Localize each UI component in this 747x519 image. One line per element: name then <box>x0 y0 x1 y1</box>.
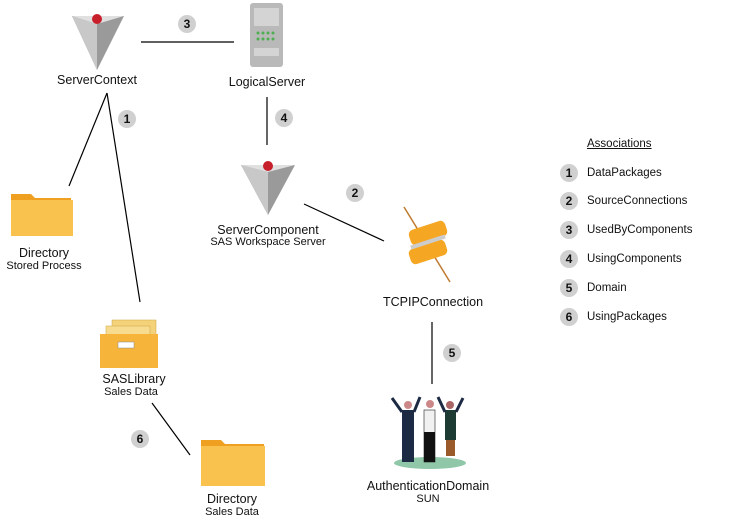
legend-badge: 5 <box>560 279 578 297</box>
association-badge-6: 6 <box>131 430 149 448</box>
line-association-2 <box>303 203 385 242</box>
server-context-label: ServerContext <box>57 73 137 87</box>
logical-server-icon <box>250 3 283 67</box>
legend-label: UsingComponents <box>587 253 682 265</box>
server-component-icon <box>241 161 295 215</box>
authentication-domain-label: AuthenticationDomain <box>366 479 490 493</box>
directory-sales-data-folder-icon <box>201 440 265 486</box>
legend-label: UsingPackages <box>587 311 667 323</box>
association-badge-5: 5 <box>443 344 461 362</box>
directory-stored-process-folder-icon <box>11 194 73 236</box>
association-badge-3: 3 <box>178 15 196 33</box>
legend-item: 4 UsingComponents <box>560 249 682 269</box>
authentication-domain-sublabel: SUN <box>416 493 440 505</box>
server-component-label: ServerComponent <box>217 223 319 237</box>
directory-sales-data-sublabel: Sales Data <box>205 506 259 518</box>
sas-library-label: SASLibrary <box>102 372 166 386</box>
tcpip-connection-icon <box>403 206 451 283</box>
legend-badge: 1 <box>560 164 578 182</box>
legend-badge: 6 <box>560 308 578 326</box>
legend-badge: 2 <box>560 192 578 210</box>
tcpip-connection-label: TCPIPConnection <box>382 295 484 309</box>
legend-label: UsedByComponents <box>587 224 693 236</box>
legend-title: Associations <box>587 138 652 150</box>
legend-item: 6 UsingPackages <box>560 307 667 327</box>
legend-item: 2 SourceConnections <box>560 191 687 211</box>
authentication-domain-icon <box>390 396 466 469</box>
directory-stored-process-sublabel: Stored Process <box>6 260 82 272</box>
server-component-sublabel: SAS Workspace Server <box>210 236 326 248</box>
legend-label: SourceConnections <box>587 195 688 207</box>
legend-badge: 4 <box>560 250 578 268</box>
sas-library-icon <box>100 319 158 368</box>
legend-item: 5 Domain <box>560 278 627 298</box>
association-badge-4: 4 <box>275 109 293 127</box>
line-association-6 <box>151 402 191 456</box>
legend-item: 3 UsedByComponents <box>560 220 692 240</box>
legend-item: 1 DataPackages <box>560 163 662 183</box>
directory-stored-process-label: Directory <box>18 246 70 260</box>
association-badge-2: 2 <box>346 184 364 202</box>
logical-server-label: LogicalServer <box>228 75 306 89</box>
association-badge-1: 1 <box>118 110 136 128</box>
legend-badge: 3 <box>560 221 578 239</box>
legend-label: Domain <box>587 282 627 294</box>
server-context-icon <box>72 14 124 70</box>
line-association-1 <box>106 92 141 303</box>
directory-sales-data-label: Directory <box>206 492 258 506</box>
legend-label: DataPackages <box>587 167 662 179</box>
sas-library-sublabel: Sales Data <box>104 386 158 398</box>
line-context-directory <box>68 92 108 187</box>
